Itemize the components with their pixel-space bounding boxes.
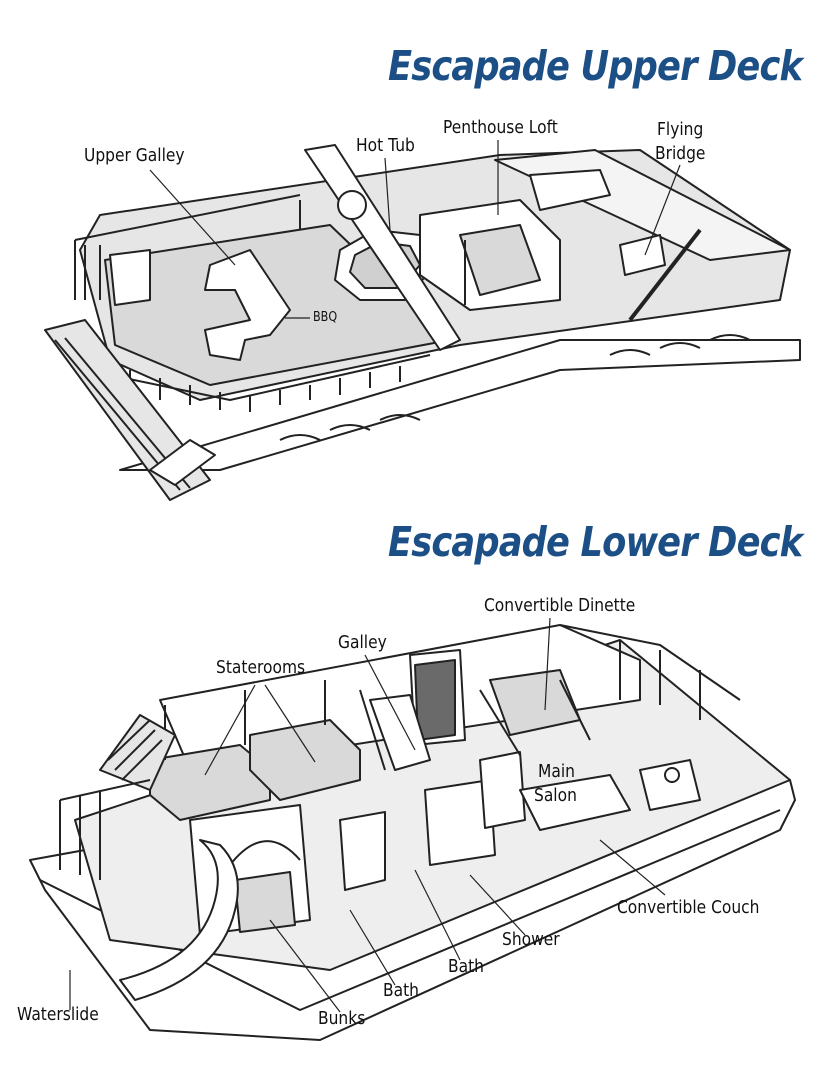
leader-staterooms-2 [264, 684, 316, 763]
label-galley: Galley [338, 632, 387, 653]
label-bridge: Bridge [655, 143, 706, 164]
label-bath-right: Bath [448, 956, 484, 977]
bath-1 [339, 811, 386, 891]
flying-bridge-console [529, 169, 611, 211]
helm-wheel-icon [664, 767, 680, 783]
upper-deck-drawing [44, 140, 801, 501]
label-main: Main [538, 761, 575, 782]
label-upper-galley: Upper Galley [84, 145, 185, 166]
label-salon: Salon [534, 785, 577, 806]
lower-deck-title: Escapade Lower Deck [388, 518, 803, 566]
label-bath-left: Bath [383, 980, 419, 1001]
leader-upper-galley [149, 169, 236, 266]
label-penthouse-loft: Penthouse Loft [443, 117, 558, 138]
upper-galley-counter [204, 249, 291, 361]
leader-galley [364, 654, 416, 751]
leader-shower [469, 874, 526, 936]
label-hot-tub: Hot Tub [356, 135, 415, 156]
waterslide [119, 839, 239, 1001]
leader-flying-bridge [644, 164, 681, 256]
label-bbq: BBQ [313, 310, 338, 325]
leader-couch [599, 839, 666, 896]
upper-railing [74, 194, 431, 401]
leader-bath-left [349, 909, 396, 986]
label-shower: Shower [502, 929, 560, 950]
leader-hot-tub [384, 157, 391, 231]
stateroom-2 [249, 719, 361, 801]
leader-staterooms-1 [204, 684, 256, 776]
label-waterslide: Waterslide [17, 1004, 99, 1025]
leader-bunks [269, 919, 341, 1013]
lower-helm [639, 759, 701, 811]
label-flying: Flying [657, 119, 704, 140]
convertible-couch [519, 774, 631, 831]
leader-bath-right [414, 869, 461, 961]
leader-dinette [544, 617, 551, 711]
shower-stall [479, 751, 526, 829]
upper-hull-side [119, 339, 801, 471]
stateroom-1 [149, 744, 271, 821]
label-staterooms: Staterooms [216, 657, 306, 678]
label-convertible-couch: Convertible Couch [617, 897, 760, 918]
upper-deck-title: Escapade Upper Deck [388, 42, 803, 90]
mast-globe [337, 190, 367, 220]
label-convertible-dinette: Convertible Dinette [484, 595, 636, 616]
label-bunks: Bunks [318, 1008, 366, 1029]
bath-2 [424, 779, 496, 866]
